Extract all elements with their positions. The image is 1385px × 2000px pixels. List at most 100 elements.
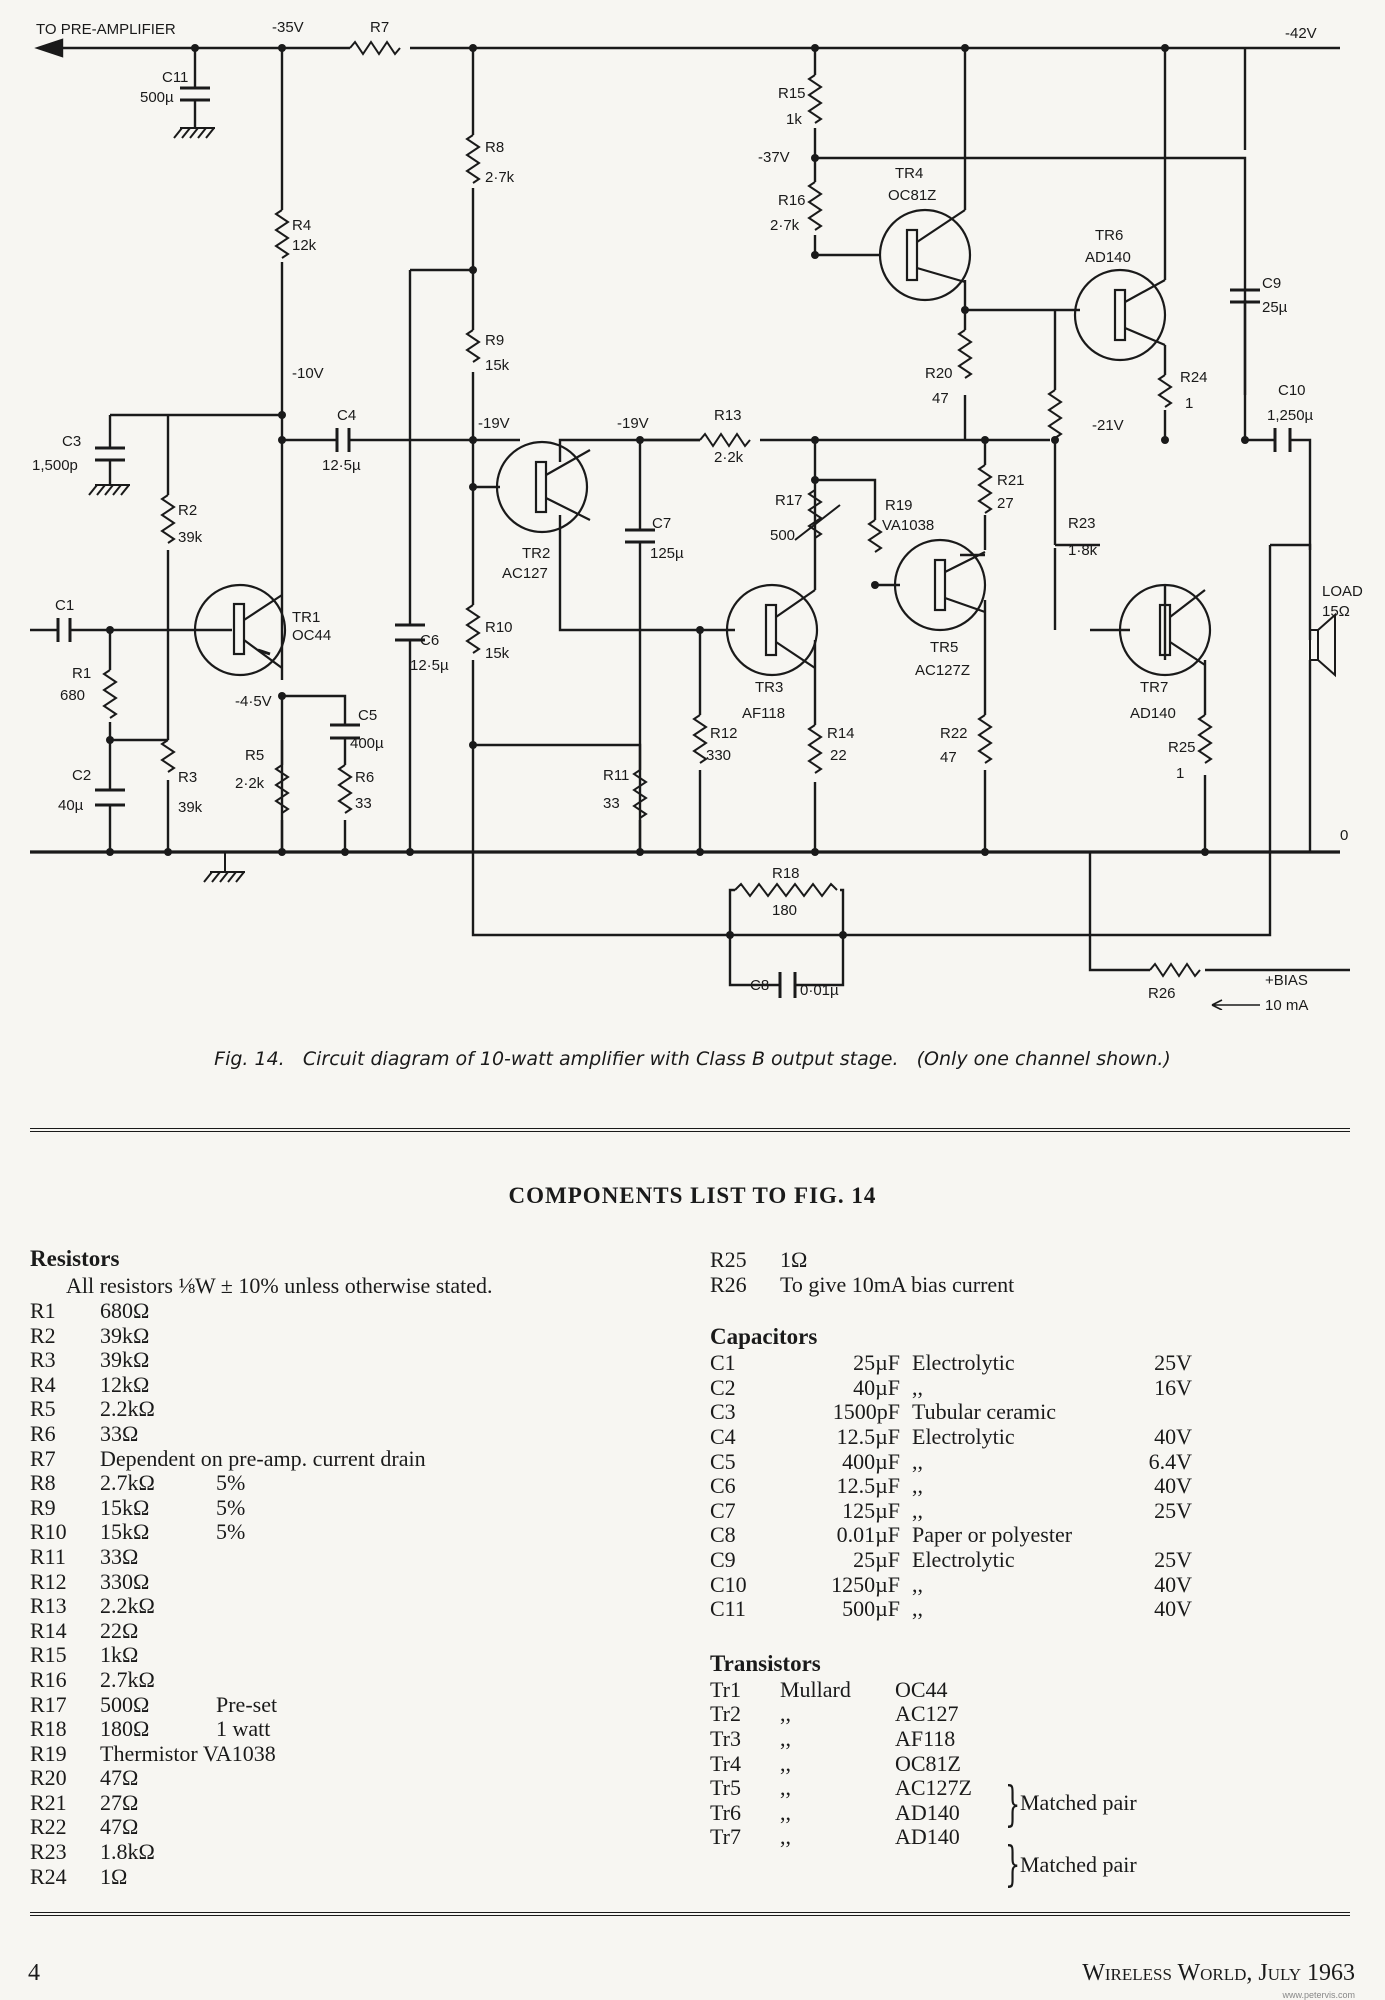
ref-r16: R16	[778, 192, 806, 209]
ground-icon	[203, 852, 245, 883]
ref-r4: R4	[292, 217, 311, 234]
diagram-labels: TO PRE-AMPLIFIER -35V -42V -10V -19V -19…	[32, 19, 1363, 1010]
component-type: Electrolytic	[912, 1423, 1015, 1449]
transistors	[193, 208, 1336, 678]
component-id: R10	[30, 1519, 67, 1545]
component-voltage: 25V	[1154, 1546, 1192, 1572]
label-pre-amp: TO PRE-AMPLIFIER	[36, 21, 176, 38]
val-c4: 12·5µ	[322, 457, 361, 474]
ground-symbols	[88, 127, 245, 883]
resistor-r7-icon	[349, 40, 401, 56]
ref-c11: C11	[162, 69, 188, 86]
val-r24: 1	[1185, 395, 1193, 412]
component-value: 1Ω	[780, 1247, 808, 1272]
label-load: LOAD	[1322, 583, 1363, 600]
capacitors	[56, 86, 1292, 998]
component-value: 25µF	[853, 1350, 900, 1376]
component-note: 5%	[216, 1519, 246, 1545]
val-r25: 1	[1176, 765, 1184, 782]
component-type: ,,	[912, 1448, 923, 1474]
resistor-r25-icon	[1197, 714, 1213, 764]
component-voltage: 16V	[1154, 1374, 1192, 1400]
component-id: Tr7	[710, 1824, 741, 1850]
component-type: AC127Z	[895, 1775, 972, 1801]
component-id: R1	[30, 1298, 56, 1323]
val-r11: 33	[603, 795, 620, 812]
component-type: ,,	[912, 1596, 923, 1622]
val-r22: 47	[940, 749, 957, 766]
val-c2: 40µ	[58, 797, 84, 814]
component-maker: Mullard	[780, 1676, 851, 1702]
component-value: 15kΩ	[100, 1519, 150, 1545]
resistor-r18-icon	[734, 882, 838, 898]
resistor-r4-icon	[274, 209, 290, 259]
resistors-note: All resistors ⅛W ± 10% unless otherwise …	[66, 1273, 493, 1298]
val-r2: 39k	[178, 529, 203, 546]
component-type: ,,	[912, 1374, 923, 1400]
component-value: 27Ω	[100, 1789, 139, 1815]
junction-dots	[106, 44, 1249, 939]
val-c6: 12·5µ	[410, 657, 449, 674]
component-value: 400µF	[842, 1448, 900, 1474]
divider	[30, 1912, 1350, 1916]
component-id: R4	[30, 1371, 56, 1397]
label-bias: +BIAS	[1265, 972, 1308, 989]
ref-tr2: TR2	[522, 545, 550, 562]
resistor-r10-icon	[465, 604, 481, 654]
component-value: 330Ω	[100, 1568, 150, 1594]
transistor-tr5-icon	[893, 538, 987, 632]
component-id: R15	[30, 1642, 67, 1668]
val-r21: 27	[997, 495, 1014, 512]
component-id: R23	[30, 1839, 67, 1865]
component-id: R5	[30, 1396, 56, 1422]
component-id: C4	[710, 1423, 736, 1449]
component-value: 2.7kΩ	[100, 1666, 155, 1692]
ref-tr5: TR5	[930, 639, 958, 656]
val-r18: 180	[772, 902, 797, 919]
component-value: 15kΩ	[100, 1494, 150, 1520]
resistors	[102, 40, 1213, 978]
transistor-tr7-icon	[1118, 583, 1212, 677]
component-id: Tr3	[710, 1725, 741, 1751]
component-voltage: 25V	[1154, 1350, 1192, 1376]
component-type: AC127	[895, 1701, 959, 1727]
val-tr6: AD140	[1085, 249, 1131, 266]
matched-pair-label: Matched pair	[1020, 1852, 1137, 1877]
component-maker: ,,	[780, 1799, 791, 1825]
component-maker: ,,	[780, 1750, 791, 1776]
component-value: 39kΩ	[100, 1347, 150, 1373]
component-id: R9	[30, 1494, 56, 1520]
component-type: Electrolytic	[912, 1350, 1015, 1376]
ref-r8: R8	[485, 139, 504, 156]
ground-icon	[173, 127, 215, 139]
transistor-tr1-icon	[193, 583, 287, 677]
component-id: R24	[30, 1863, 67, 1889]
component-voltage: 40V	[1154, 1571, 1192, 1597]
val-r3: 39k	[178, 799, 203, 816]
ref-tr1: TR1	[292, 609, 320, 626]
component-value: 12.5µF	[836, 1473, 900, 1499]
component-voltage: 40V	[1154, 1473, 1192, 1499]
component-id: Tr1	[710, 1676, 741, 1702]
resistor-r6-icon	[337, 764, 353, 814]
label-load-ohms: 15Ω	[1322, 603, 1350, 620]
component-id: C11	[710, 1596, 746, 1622]
ref-r25: R25	[1168, 739, 1196, 756]
ref-r21: R21	[997, 472, 1025, 489]
val-r17: 500	[770, 527, 795, 544]
component-maker: ,,	[780, 1701, 791, 1727]
